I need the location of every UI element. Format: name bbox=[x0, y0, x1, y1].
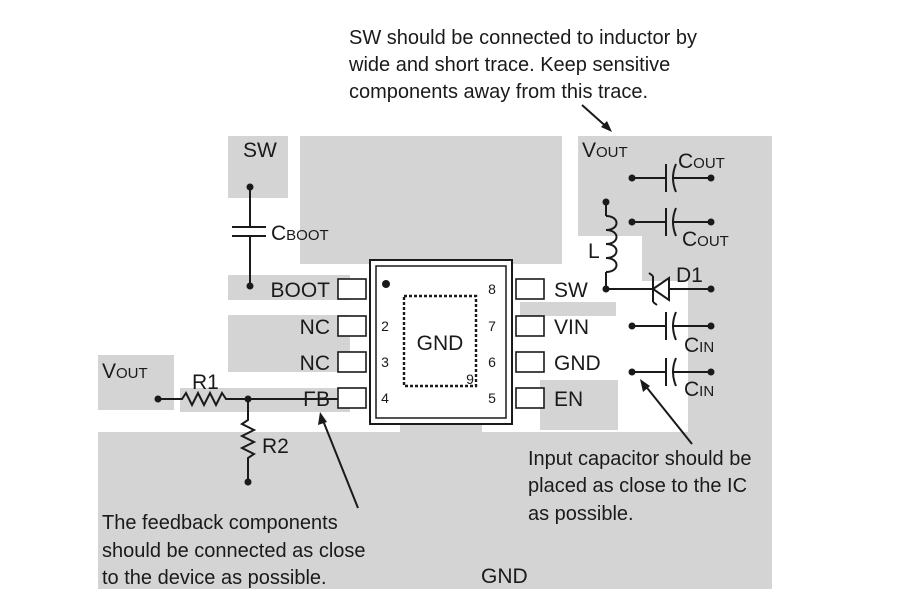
pin-pad-gnd bbox=[515, 351, 545, 373]
pin-pad-boot bbox=[337, 278, 367, 300]
note-input-cap-line-3: as possible. bbox=[528, 503, 634, 525]
annotation-arrows bbox=[318, 104, 693, 509]
pin-number-4: 4 bbox=[381, 390, 389, 406]
pin-name-boot: BOOT bbox=[270, 279, 330, 302]
pin-number-8: 8 bbox=[488, 281, 496, 297]
pin-name-gnd: GND bbox=[554, 352, 601, 375]
pin1-marker-dot bbox=[382, 280, 390, 288]
vout-label: VOUT bbox=[582, 139, 628, 162]
pin-name-vin: VIN bbox=[554, 316, 589, 339]
cin-label-1: CIN bbox=[684, 334, 714, 357]
sw-node-copper bbox=[300, 136, 562, 264]
pin-number-6: 6 bbox=[488, 354, 496, 370]
diode-d1 bbox=[606, 272, 715, 306]
cboot-label: CBOOT bbox=[271, 222, 329, 245]
right-lower-copper bbox=[540, 380, 618, 430]
output-gnd-copper bbox=[642, 136, 772, 281]
pin-pad-fb bbox=[337, 387, 367, 409]
r1-label: R1 bbox=[192, 371, 219, 394]
note-sw-trace-line-2: wide and short trace. Keep sensitive bbox=[348, 54, 670, 76]
ic-package: GND 9 2 3 4 8 7 6 5 BOOT NC NC FB SW VIN… bbox=[270, 259, 601, 425]
pin-pad-sw bbox=[515, 278, 545, 300]
r1-resistor bbox=[154, 390, 338, 408]
cin-capacitor-2 bbox=[628, 357, 715, 387]
cout-capacitor-1 bbox=[628, 163, 715, 193]
ic-body-inner bbox=[375, 265, 507, 419]
pin-name-nc-2: NC bbox=[300, 316, 330, 339]
note-sw-trace-line-3: components away from this trace. bbox=[349, 81, 648, 103]
pin-name-en: EN bbox=[554, 388, 583, 411]
inductor bbox=[602, 198, 618, 293]
pin-number-2: 2 bbox=[381, 318, 389, 334]
cout-label-2: COUT bbox=[682, 228, 729, 251]
note-feedback-line-3: to the device as possible. bbox=[102, 567, 327, 589]
nc-pins-copper bbox=[228, 315, 350, 372]
cout-label-1: COUT bbox=[678, 150, 725, 173]
right-upper-copper bbox=[520, 302, 616, 316]
sw-boot-copper bbox=[228, 136, 288, 198]
pin-pad-nc-2 bbox=[337, 315, 367, 337]
exposed-pad-pin-number: 9 bbox=[466, 371, 474, 387]
cboot-capacitor bbox=[232, 183, 266, 290]
pin-number-7: 7 bbox=[488, 318, 496, 334]
note-input-cap-line-1: Input capacitor should be bbox=[528, 448, 752, 470]
r2-resistor bbox=[239, 395, 257, 486]
diode-label: D1 bbox=[676, 264, 703, 287]
exposed-pad-label: GND bbox=[417, 332, 464, 355]
bottom-gnd-copper bbox=[98, 432, 772, 589]
inductor-label: L bbox=[588, 240, 600, 263]
ic-body bbox=[369, 259, 513, 425]
copper-areas bbox=[98, 136, 772, 589]
pin-name-sw: SW bbox=[554, 279, 588, 302]
pin-number-3: 3 bbox=[381, 354, 389, 370]
pin-pad-en bbox=[515, 387, 545, 409]
pin-pad-vin bbox=[515, 315, 545, 337]
note-feedback-line-2: should be connected as close bbox=[102, 540, 366, 562]
cout-capacitor-2 bbox=[628, 207, 715, 237]
note-input-cap-line-2: placed as close to the IC bbox=[528, 475, 747, 497]
note-feedback-line-1: The feedback components bbox=[102, 512, 338, 534]
exposed-pad-outline bbox=[402, 294, 478, 388]
pin-name-nc-3: NC bbox=[300, 352, 330, 375]
gnd-plane-label: GND bbox=[481, 565, 528, 588]
sw-net-label: SW bbox=[243, 139, 277, 162]
r2-label: R2 bbox=[262, 435, 289, 458]
pin-pad-nc-3 bbox=[337, 351, 367, 373]
note-sw-trace-line-1: SW should be connected to inductor by bbox=[349, 27, 697, 49]
vout-feedback-label: VOUT bbox=[102, 360, 148, 383]
cin-capacitor-1 bbox=[628, 311, 715, 341]
pin-number-5: 5 bbox=[488, 390, 496, 406]
vout-feedback-copper bbox=[98, 355, 174, 410]
cin-label-2: CIN bbox=[684, 378, 714, 401]
